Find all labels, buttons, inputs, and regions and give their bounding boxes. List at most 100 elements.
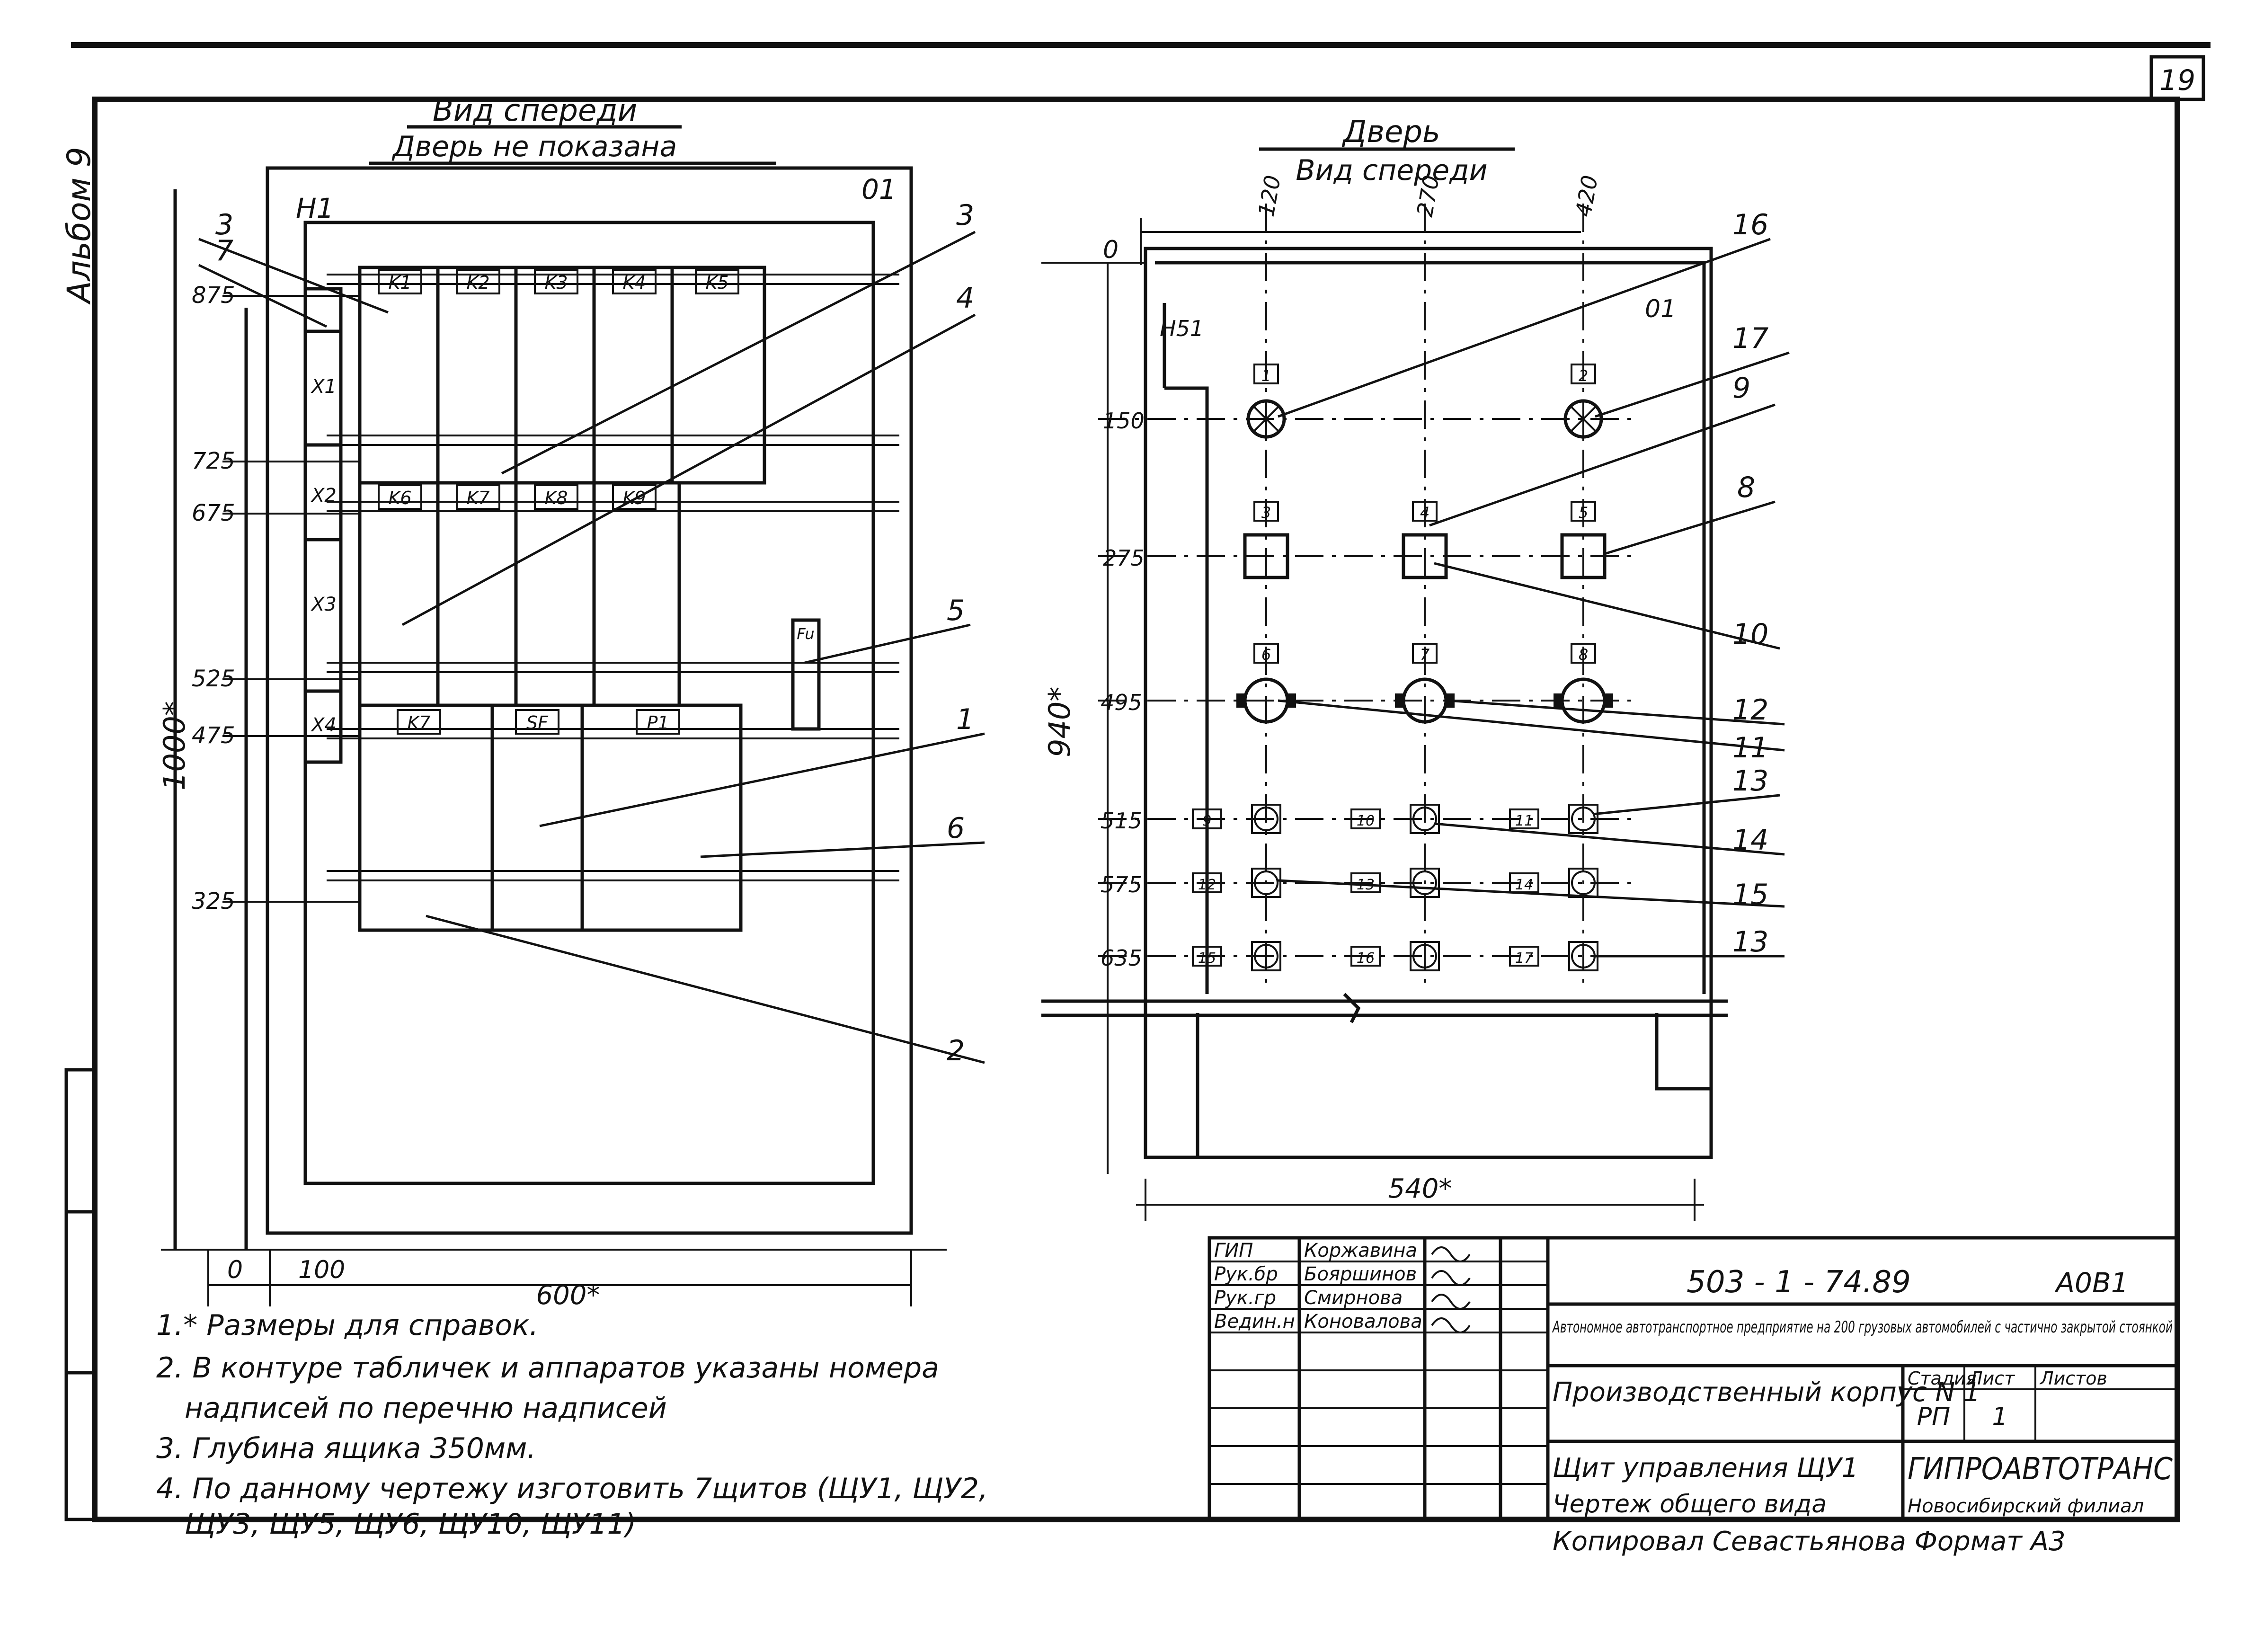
meter-tag-8: 8 bbox=[1579, 646, 1588, 664]
door-callout-14: 14 bbox=[1732, 824, 1768, 857]
dim-875: 875 bbox=[192, 282, 235, 309]
dim-475: 475 bbox=[192, 722, 235, 749]
relay-k4: K4 bbox=[622, 272, 646, 293]
drawing-frame bbox=[92, 97, 2180, 1522]
button-tag-12: 12 bbox=[1198, 877, 1216, 893]
door-dim-120: 120 bbox=[1253, 173, 1286, 219]
door-callout-15: 15 bbox=[1732, 878, 1768, 911]
breaker-sf: SF bbox=[526, 712, 549, 733]
dim-725: 725 bbox=[192, 448, 235, 474]
door-callout-12: 12 bbox=[1732, 693, 1768, 727]
door-frame-h51: H51 bbox=[1160, 316, 1204, 341]
square-tag-4: 4 bbox=[1420, 504, 1429, 522]
button-tag-10: 10 bbox=[1357, 813, 1375, 829]
door-callout-16: 16 bbox=[1732, 208, 1768, 241]
meter-tag-7: 7 bbox=[1420, 646, 1430, 664]
door-callout-17: 17 bbox=[1732, 322, 1768, 355]
left-stamp-boxes bbox=[64, 1068, 97, 1521]
callout-3-right: 3 bbox=[956, 199, 974, 232]
branch: Новосибирский филиал bbox=[1908, 1495, 2144, 1517]
lamp-tag-2: 2 bbox=[1579, 367, 1588, 385]
dim-525: 525 bbox=[192, 666, 235, 692]
page-number: 19 bbox=[2159, 64, 2195, 97]
button-tag-14: 14 bbox=[1515, 877, 1533, 893]
sheet-code: А0В1 bbox=[2054, 1267, 2128, 1299]
callout-4: 4 bbox=[956, 282, 974, 315]
door-dim-0: 0 bbox=[1103, 236, 1119, 264]
relay-k5: K5 bbox=[705, 272, 728, 293]
relay-k2: K2 bbox=[466, 272, 489, 293]
din-rails bbox=[327, 274, 899, 881]
notes: 1.* Размеры для справок. 2. В контуре та… bbox=[156, 1309, 988, 1541]
terminal-strip: X1 X2 X3 X4 bbox=[303, 287, 343, 764]
door-dim-575: 575 bbox=[1101, 872, 1142, 897]
callout-7: 7 bbox=[215, 234, 233, 267]
door-callout-10: 10 bbox=[1732, 618, 1768, 651]
document-code: 503 - 1 - 74.89 bbox=[1687, 1265, 1911, 1300]
name-4: Коновалова bbox=[1304, 1311, 1422, 1332]
frame-label-01: 01 bbox=[861, 173, 897, 205]
terminal-x3: X3 bbox=[311, 594, 337, 615]
role-ruk-br: Рук.бр bbox=[1214, 1263, 1278, 1285]
relay-k7-lower: K7 bbox=[407, 712, 430, 733]
dim-600: 600* bbox=[536, 1280, 600, 1311]
signatures bbox=[1431, 1246, 1471, 1333]
signal-lamp-2: 2 bbox=[1563, 364, 1603, 439]
door-break-line bbox=[1041, 993, 1728, 1023]
note-4-cont: ЩУ3, ЩУ5, ЩУ6, ЩУ10, ЩУ11) bbox=[185, 1508, 636, 1541]
relay-row-1: K1 K2 K3 K4 K5 bbox=[358, 266, 766, 485]
front-height-dim: 1000* bbox=[157, 701, 192, 790]
front-view-subtitle: Дверь не показана bbox=[391, 130, 677, 163]
terminal-x4: X4 bbox=[311, 714, 337, 736]
dim-100: 100 bbox=[298, 1256, 345, 1284]
name-2: Бояршинов bbox=[1304, 1263, 1417, 1285]
door-notch bbox=[1163, 303, 1209, 994]
door-view: Дверь Вид спереди 120 270 420 0 H51 01 bbox=[1041, 115, 1790, 1221]
square-devices: 3 4 5 bbox=[1243, 501, 1607, 579]
organization: ГИПРОАВТОТРАНС bbox=[1908, 1452, 2173, 1487]
title-block: ГИП Рук.бр Рук.гр Ведин.н Коржавина Бояр… bbox=[1207, 1236, 2179, 1521]
note-3: 3. Глубина ящика 350мм. bbox=[156, 1432, 536, 1465]
note-4: 4. По данному чертежу изготовить 7щитов … bbox=[156, 1472, 988, 1505]
drawing-title: Щит управления ЩУ1 bbox=[1553, 1453, 1858, 1483]
front-callouts bbox=[198, 231, 985, 1064]
door-callout-8: 8 bbox=[1737, 471, 1755, 504]
relay-k1: K1 bbox=[388, 272, 411, 293]
meter-tag-6: 6 bbox=[1261, 646, 1271, 664]
enclosure-outer bbox=[266, 166, 913, 1235]
fuse-holder bbox=[791, 618, 821, 731]
role-gip: ГИП bbox=[1214, 1240, 1253, 1261]
drawing-subtitle: Чертеж общего вида bbox=[1553, 1490, 1827, 1519]
door-callouts bbox=[1278, 238, 1790, 958]
relay-k3: K3 bbox=[544, 272, 568, 293]
note-2: 2. В контуре табличек и аппаратов указан… bbox=[156, 1351, 939, 1385]
button-tag-9: 9 bbox=[1202, 813, 1211, 829]
stage-value: РП bbox=[1917, 1403, 1950, 1431]
door-dim-495: 495 bbox=[1101, 690, 1142, 715]
door-callout-9: 9 bbox=[1732, 372, 1750, 405]
relay-k6: K6 bbox=[388, 488, 411, 508]
callout-3-left: 3 bbox=[215, 208, 233, 241]
name-1: Коржавина bbox=[1304, 1240, 1417, 1261]
footer-copied-by: Копировал Севастьянова Формат А3 bbox=[1553, 1526, 2066, 1557]
button-tag-11: 11 bbox=[1515, 813, 1533, 829]
dim-0: 0 bbox=[227, 1256, 243, 1284]
button-tag-16: 16 bbox=[1357, 950, 1375, 967]
project-title: Автономное автотранспортное предприятие … bbox=[1552, 1318, 2173, 1337]
fuse-label: Fu bbox=[797, 625, 814, 643]
page-number-box bbox=[2149, 55, 2205, 101]
door-callout-13-b: 13 bbox=[1732, 925, 1768, 959]
front-dimension-lines bbox=[161, 189, 947, 1306]
sheet-number: 1 bbox=[1992, 1403, 2007, 1431]
door-lower-edge bbox=[1196, 1013, 1711, 1157]
building-name: Производственный корпус N 1 bbox=[1553, 1377, 1980, 1408]
sheet-header: Лист bbox=[1968, 1368, 2015, 1389]
name-3: Смирнова bbox=[1304, 1287, 1403, 1309]
relay-row-2: K6 K7 K8 K9 bbox=[358, 481, 681, 707]
meter-p1: P1 bbox=[647, 712, 669, 733]
album-label: Альбом 9 bbox=[61, 147, 98, 305]
callout-6: 6 bbox=[947, 812, 965, 845]
square-tag-3: 3 bbox=[1261, 504, 1271, 522]
